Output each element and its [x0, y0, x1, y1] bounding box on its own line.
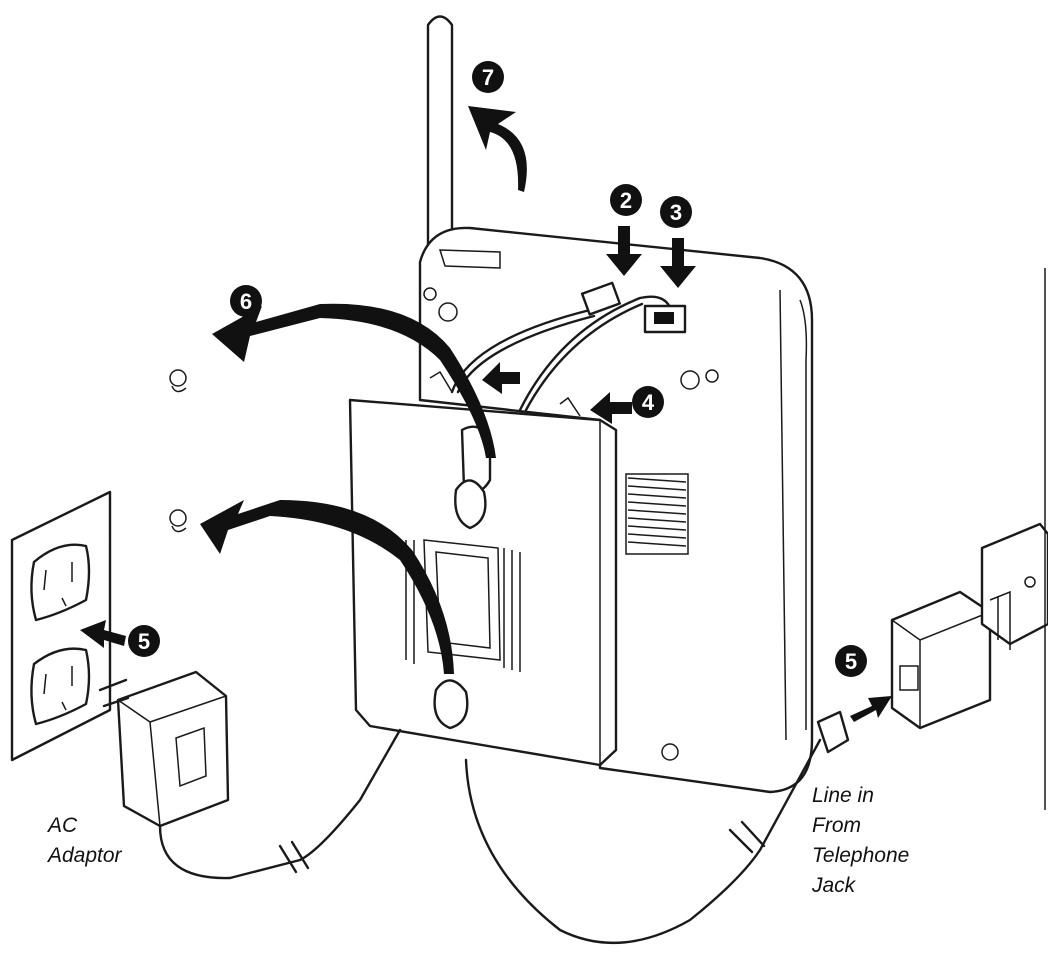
arrow-step-6-lower [200, 500, 454, 674]
arrow-step-5-outlet [80, 620, 126, 648]
arrow-step-5-jack [850, 696, 892, 722]
antenna [426, 15, 454, 302]
wall-outlet [10, 490, 112, 762]
step-number-6: 6 [240, 289, 252, 314]
label-line-in-4: Jack [811, 874, 857, 897]
wall-mount-bracket [348, 370, 618, 767]
step-number-7: 7 [482, 65, 494, 90]
vent-grille [625, 473, 689, 555]
step-number-2: 2 [620, 188, 632, 213]
step-badge-3: 3 [660, 196, 692, 228]
label-line-in-3: Telephone [812, 844, 909, 867]
label-line-in-2: From [812, 814, 861, 837]
arrow-step-7 [468, 106, 527, 192]
label-line-in: Line in From Telephone Jack [811, 784, 909, 897]
label-ac-line-2: Adaptor [46, 844, 123, 867]
step-badge-5-outlet: 5 [128, 625, 160, 657]
label-line-in-1: Line in [812, 784, 874, 807]
wall-jack [890, 522, 1048, 730]
telephone-line [464, 710, 850, 945]
arrow-step-2 [606, 226, 642, 276]
step-badge-4: 4 [632, 386, 664, 418]
arrow-push-left [482, 362, 520, 394]
step-badge-5-jack: 5 [835, 645, 867, 677]
label-ac-adaptor: AC Adaptor [46, 814, 123, 867]
step-number-4: 4 [642, 390, 655, 415]
wall-pegs [169, 369, 187, 533]
ac-adaptor [98, 670, 402, 880]
step-number-3: 3 [670, 200, 682, 225]
step-badge-6: 6 [230, 285, 262, 317]
step-number-5-jack: 5 [845, 649, 857, 674]
step-badge-7: 7 [472, 61, 504, 93]
arrow-step-4 [590, 392, 632, 424]
arrow-step-6-upper [212, 303, 496, 458]
step-number-5-outlet: 5 [138, 629, 150, 654]
label-ac-line-1: AC [46, 814, 78, 837]
step-badge-2: 2 [610, 184, 642, 216]
arrow-step-3 [660, 238, 696, 288]
